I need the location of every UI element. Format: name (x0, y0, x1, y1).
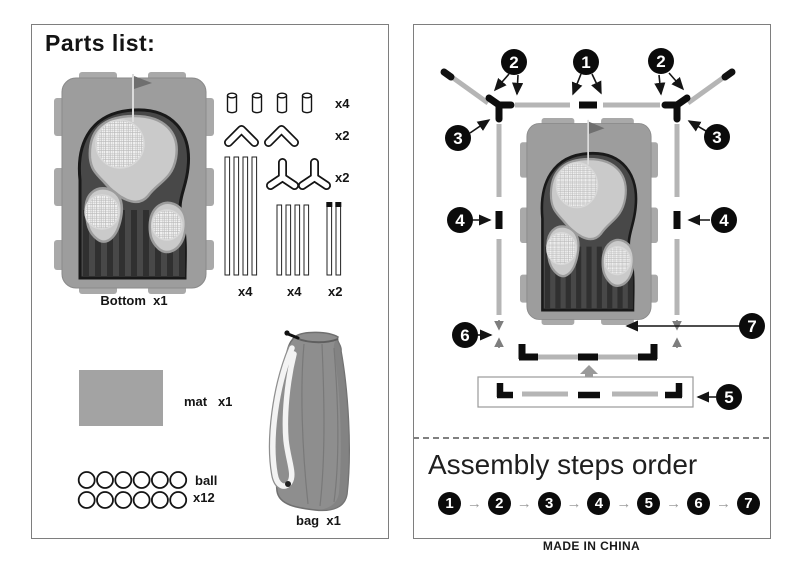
elbow-connector-parts (224, 125, 299, 147)
corner-connector-right (661, 94, 691, 123)
net-pole-left (440, 68, 490, 106)
step-circle-2: 2 (487, 492, 511, 515)
callout-badge-5: 5 (716, 384, 742, 410)
join-arrows (494, 320, 682, 348)
callout-badge-2-left: 2 (501, 49, 527, 75)
step-arrow-icon: → (466, 495, 482, 512)
ball-qty-label: x12 (193, 490, 215, 505)
elbow-qty-label: x2 (335, 128, 350, 143)
step-arrow-icon: → (715, 495, 731, 512)
callout-arrows (469, 72, 740, 403)
long-pole-parts (224, 156, 258, 276)
cap-parts (226, 92, 313, 114)
mat-label: mat x1 (184, 394, 233, 409)
bag-label: bag x1 (296, 513, 341, 528)
step-arrow-icon: → (666, 495, 682, 512)
net-pole-right (686, 68, 736, 106)
callout-badge-1: 1 (573, 49, 599, 75)
parts-list-title: Parts list: (45, 30, 156, 56)
made-in-label: MADE IN CHINA (542, 539, 641, 553)
callout-badge-3-left: 3 (445, 125, 471, 151)
parts-list-panel: Parts list: Bottom x1 (31, 24, 389, 539)
bag-toggle-icon (286, 332, 300, 340)
callout-badge-4-right: 4 (711, 207, 737, 233)
side-rails (495, 124, 681, 315)
callout-badge-3-right: 3 (704, 124, 730, 150)
assembly-steps-title: Assembly steps order (428, 449, 698, 480)
step-arrow-icon: → (616, 495, 632, 512)
step-arrow-icon: → (516, 495, 532, 512)
bag-illustration (268, 330, 350, 512)
step-arrow-icon: → (566, 495, 582, 512)
small-parts-illustration (224, 92, 342, 276)
step-circle-6: 6 (687, 492, 711, 515)
cap-qty-label: x4 (335, 96, 350, 111)
assembly-diagram (440, 68, 740, 408)
step-circle-4: 4 (587, 492, 611, 515)
callout-badge-7: 7 (739, 313, 765, 339)
callout-badge-2-right: 2 (648, 48, 674, 74)
bottom-label: Bottom x1 (100, 293, 168, 308)
bottom-mat-illustration (54, 72, 214, 294)
long-pole-qty-label: x4 (238, 284, 253, 299)
tee-connector-parts (266, 158, 331, 190)
balls-illustration (77, 471, 188, 509)
tipped-pole-qty-label: x2 (328, 284, 343, 299)
step-circle-1: 1 (438, 492, 461, 515)
rail-kit-box (477, 376, 694, 408)
assembly-steps-row: 1 → 2 → 3 → 4 → 5 → 6 → 7 (438, 492, 760, 515)
callout-badge-6: 6 (452, 322, 478, 348)
ball-label: ball (195, 473, 218, 488)
tipped-pole-parts (326, 202, 342, 276)
assembly-panel: 2 1 2 3 3 4 4 6 7 5 Assembly steps order… (413, 24, 771, 539)
step-circle-5: 5 (637, 492, 661, 515)
corner-connector-left (485, 94, 515, 123)
section-divider (413, 437, 769, 439)
step-circle-3: 3 (537, 492, 561, 515)
mat-illustration (79, 370, 163, 426)
up-arrow-icon (580, 365, 598, 381)
bottom-rail (518, 344, 658, 361)
step-circle-7: 7 (736, 492, 760, 515)
mat-in-diagram (520, 118, 658, 325)
tee-qty-label: x2 (335, 170, 350, 185)
mid-pole-parts (276, 204, 310, 276)
callout-badge-4-left: 4 (447, 207, 473, 233)
mid-pole-qty-label: x4 (287, 284, 302, 299)
